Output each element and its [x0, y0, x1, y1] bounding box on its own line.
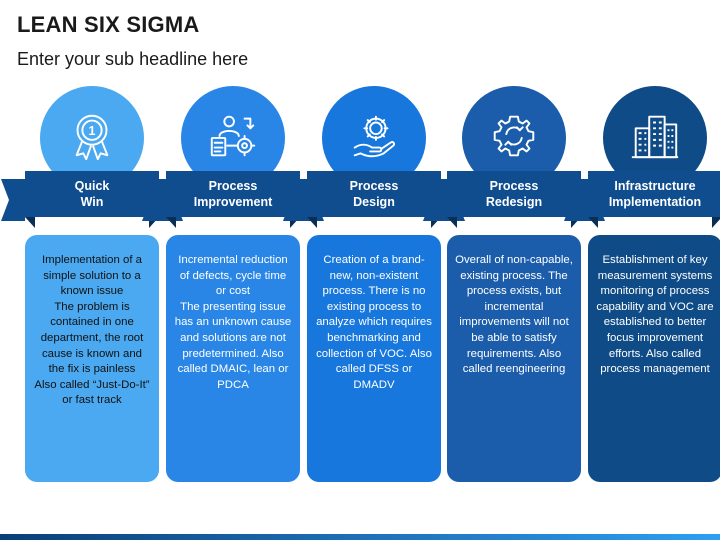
gear-cycle-icon: [487, 109, 541, 168]
column-infrastructure-implementation: Infrastructure Implementation Establishm…: [564, 86, 720, 486]
svg-text:1: 1: [89, 124, 96, 138]
description-box-process-improvement: Incremental reduction of defects, cycle …: [166, 235, 300, 482]
page-subtitle: Enter your sub headline here: [17, 49, 249, 69]
heading-infrastructure-implementation: Infrastructure Implementation: [608, 179, 702, 209]
column-process-improvement: Process Improvement Incremental reductio…: [142, 86, 324, 486]
column-process-design: Process Design Creation of a brand-new, …: [283, 86, 465, 486]
column-process-redesign: Process Redesign Overall of non-capable,…: [423, 86, 605, 486]
column-quick-win: 1 Quick Win Implementation of a simple s…: [1, 86, 183, 486]
description-text: Creation of a brand-new, non-existent pr…: [316, 254, 432, 391]
person-process-icon: [206, 109, 260, 168]
description-text: Overall of non-capable, existing process…: [455, 254, 573, 376]
award-medal-icon: 1: [65, 109, 119, 168]
bottom-accent-bar: [0, 534, 720, 540]
description-box-infrastructure-implementation: Establishment of key measurement systems…: [588, 235, 720, 482]
description-box-quick-win: Implementation of a simple solution to a…: [25, 235, 159, 482]
ribbon-process-design: Process Design: [283, 171, 465, 228]
heading-process-redesign: Process Redesign: [485, 179, 543, 209]
ribbon-infrastructure-implementation: Infrastructure Implementation: [564, 171, 720, 228]
description-text: Establishment of key measurement systems…: [596, 254, 714, 376]
description-text: Incremental reduction of defects, cycle …: [174, 254, 292, 391]
heading-process-design: Process Design: [349, 179, 399, 209]
page-title: LEAN SIX SIGMA: [17, 12, 200, 37]
description-box-process-redesign: Overall of non-capable, existing process…: [447, 235, 581, 482]
heading-quick-win: Quick Win: [74, 179, 110, 209]
description-text: Implementation of a simple solution to a…: [34, 254, 150, 407]
heading-process-improvement: Process Improvement: [193, 179, 273, 209]
gear-hand-icon: [347, 109, 401, 168]
buildings-icon: [628, 109, 682, 168]
description-box-process-design: Creation of a brand-new, non-existent pr…: [307, 235, 441, 482]
